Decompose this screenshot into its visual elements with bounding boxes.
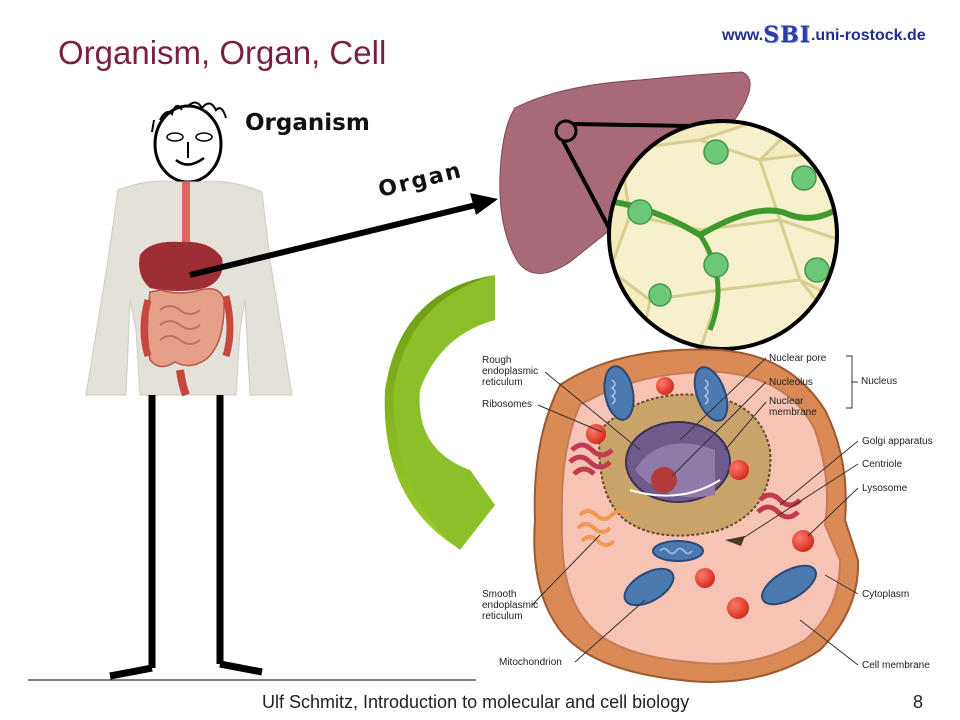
label-organism: Organism	[245, 110, 370, 136]
human-torso-illustration	[85, 180, 293, 397]
liver-illustration	[499, 71, 751, 274]
footer-text: Ulf Schmitz, Introduction to molecular a…	[262, 692, 690, 712]
label-golgi: Golgi apparatus	[862, 436, 933, 447]
label-ribosomes: Ribosomes	[482, 399, 533, 410]
label-rough-er: Rough endoplasmic reticulum	[482, 355, 539, 388]
url-prefix: www.	[722, 27, 764, 44]
organ-arrow	[189, 193, 498, 278]
animal-cell-illustration	[533, 348, 860, 683]
label-mitochondrion: Mitochondrion	[499, 657, 562, 668]
label-smooth-er: Smooth endoplasmic reticulum	[482, 589, 539, 622]
url-suffix: .uni-rostock.de	[810, 27, 926, 44]
label-nucleolus: Nucleolus	[769, 377, 813, 388]
stick-figure-legs	[109, 395, 263, 680]
header-url: www.SBI.uni-rostock.de	[722, 22, 926, 48]
cell-label-lines	[531, 355, 859, 666]
page-number: 8	[913, 692, 924, 712]
slide-title: Organism, Organ, Cell	[58, 34, 387, 71]
label-centriole: Centriole	[862, 459, 903, 470]
label-nuclear-pore: Nuclear pore	[769, 353, 827, 364]
sbi-logo: SBI	[763, 22, 811, 48]
stick-figure-head	[151, 101, 227, 184]
label-cytoplasm: Cytoplasm	[862, 589, 910, 600]
label-nucleus: Nucleus	[861, 376, 898, 387]
green-curved-arrow	[384, 275, 495, 550]
label-lysosome: Lysosome	[862, 483, 908, 494]
label-cell-membrane: Cell membrane	[862, 660, 930, 671]
label-nuclear-membrane: Nuclear membrane	[769, 396, 817, 418]
